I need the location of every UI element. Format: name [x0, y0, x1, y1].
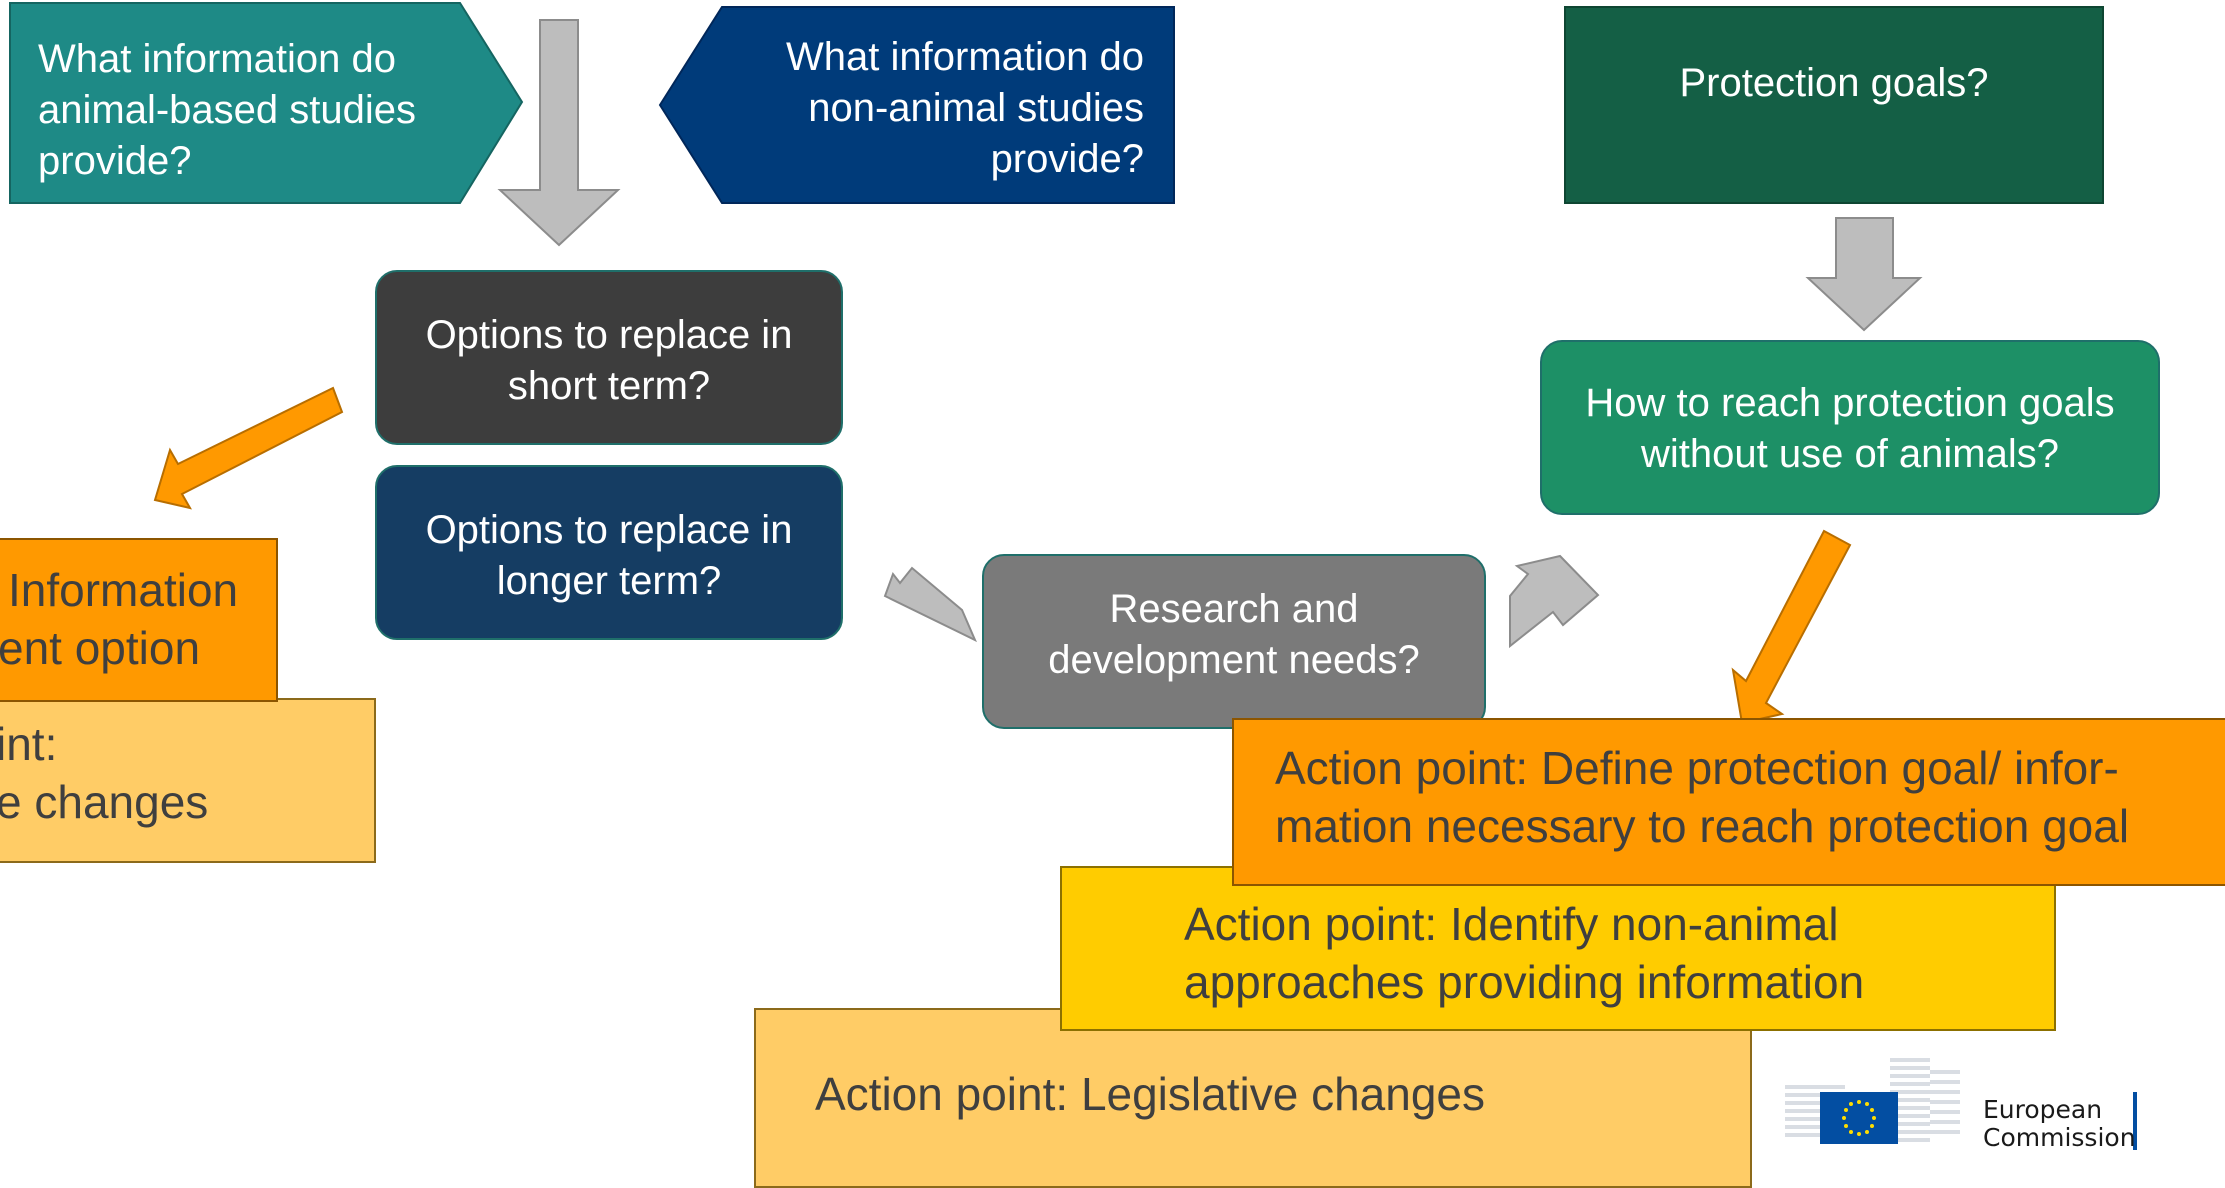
orange-arrow-left	[153, 386, 344, 510]
replace-short-text: Options to replace in short term?	[425, 313, 793, 409]
arrow-to-research-left	[883, 566, 977, 643]
define-goal-text: Action point: Define protection goal/ in…	[1275, 742, 2130, 852]
reach-goals-box: How to reach protection goals without us…	[1540, 340, 2160, 515]
arrow-to-research-right	[1509, 554, 1600, 649]
commission-building-icon	[1785, 1058, 2137, 1150]
left-orange-action-box	[0, 538, 278, 702]
down-arrow-protection-goals	[1805, 217, 1923, 332]
left-yellow-line2: e changes	[0, 775, 209, 828]
reach-goals-text: How to reach protection goals without us…	[1585, 381, 2115, 477]
research-needs-box: Research and development needs?	[982, 554, 1486, 729]
define-goal-box	[1232, 718, 2225, 886]
replace-short-box: Options to replace in short term?	[375, 270, 843, 445]
down-arrow-top-left	[497, 19, 621, 247]
animal-studies-text: What information do animal-based studies…	[38, 37, 416, 184]
eu-stars-icon	[1842, 1100, 1876, 1136]
replace-longer-box: Options to replace in longer term?	[375, 465, 843, 640]
left-orange-line2: ent option	[0, 621, 201, 674]
left-orange-line1: Information	[8, 564, 239, 616]
protection-goals-box: Protection goals?	[1564, 6, 2104, 204]
left-orange-action-text: Information ent option	[0, 562, 278, 677]
logo-line1: European	[1983, 1095, 2103, 1124]
legislative-text: Action point: Legislative changes	[815, 1068, 1485, 1120]
left-yellow-line1: int:	[0, 718, 58, 770]
protection-goals-text: Protection goals?	[1679, 61, 1989, 105]
identify-approaches-text: Action point: Identify non-animal approa…	[1184, 898, 1865, 1008]
research-needs-text: Research and development needs?	[1048, 587, 1420, 683]
non-animal-studies-text: What information do non-animal studies p…	[786, 35, 1144, 182]
logo-line2: Commission	[1983, 1123, 2136, 1152]
orange-arrow-right	[1731, 529, 1852, 725]
identify-approaches-box	[1060, 866, 2056, 1031]
left-yellow-action-text: int: e changes	[0, 716, 366, 831]
european-commission-logo: European Commission	[1775, 1050, 2215, 1160]
left-yellow-action-box	[0, 698, 376, 863]
replace-longer-text: Options to replace in longer term?	[425, 508, 793, 604]
